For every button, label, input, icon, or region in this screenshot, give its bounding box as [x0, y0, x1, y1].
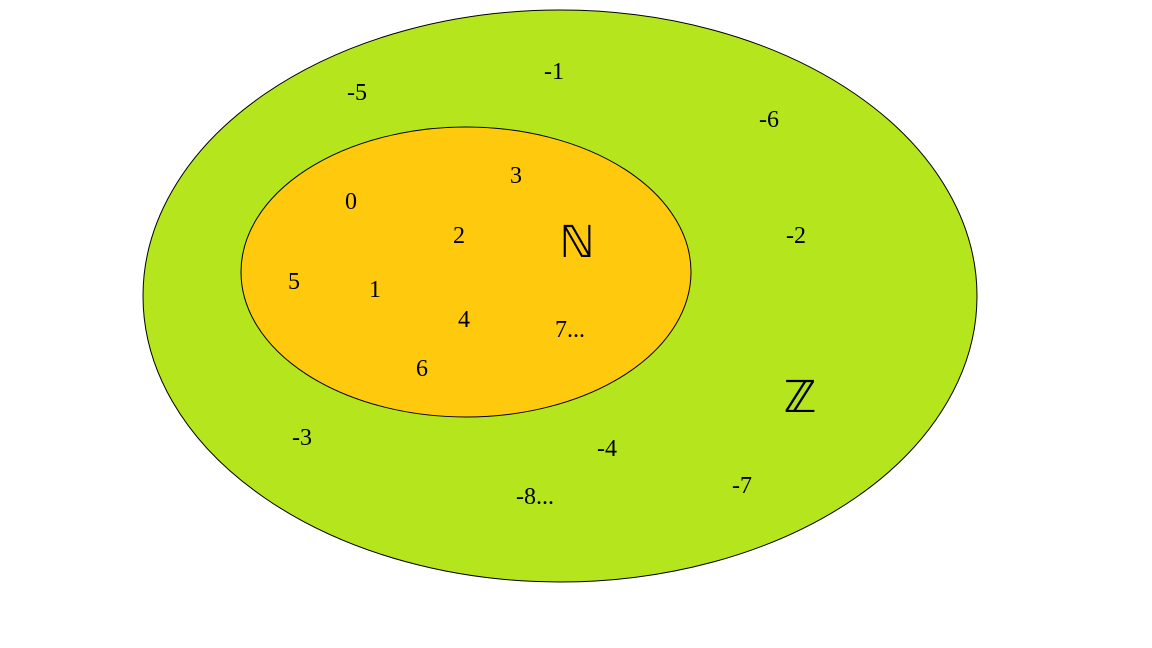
naturals-element: 7... [555, 317, 585, 343]
naturals-element: 6 [416, 356, 428, 382]
integers-element: -2 [786, 223, 806, 249]
naturals-element: 2 [453, 223, 465, 249]
integers-symbol: ℤ [784, 372, 817, 423]
naturals-symbol: ℕ [559, 217, 594, 268]
integers-element: -6 [759, 107, 779, 133]
naturals-element: 1 [369, 277, 381, 303]
integers-element: -8... [516, 484, 554, 510]
integers-element: -5 [347, 80, 367, 106]
naturals-element: 3 [510, 163, 522, 189]
integers-element: -7 [732, 473, 752, 499]
naturals-element: 5 [288, 269, 300, 295]
naturals-element: 4 [458, 307, 470, 333]
integers-element: -4 [597, 436, 617, 462]
integers-element: -3 [292, 425, 312, 451]
naturals-set-ellipse [240, 126, 692, 418]
integers-element: -1 [544, 59, 564, 85]
naturals-element: 0 [345, 189, 357, 215]
